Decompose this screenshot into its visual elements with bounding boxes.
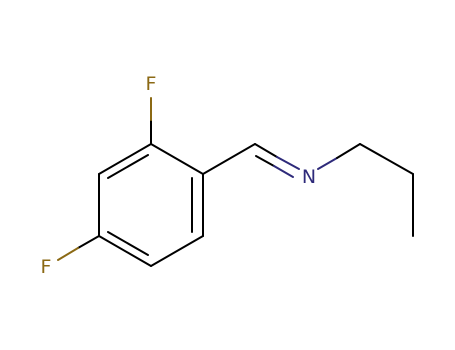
bond-c-n-inner [255,155,275,167]
ring-inner-double-bond-1 [107,154,149,179]
ring-bond-c4-c5 [98,235,152,267]
ring-bond-c1-c2 [150,143,204,175]
benzene-ring [98,143,204,267]
atom-label-fluorine-left: F [41,256,52,278]
bond-n-c-colored [317,157,338,170]
bond-c-f-left [77,235,100,249]
bond-ring-to-ch [202,143,256,175]
atom-label-fluorine-top: F [146,73,157,95]
bond-propyl-1 [359,143,414,175]
ring-bond-c6-c1 [98,143,152,175]
atom-label-nitrogen: N [302,166,316,188]
bond-c-n-inner-colored [273,165,294,178]
bond-n-c [336,143,361,159]
bond-c-n-outer [254,143,278,158]
bond-c-n-outer-colored [276,156,300,170]
substituent-bonds [57,97,414,261]
ring-inner-double-bond-2 [107,231,149,256]
bond-c-f-left-colored [57,247,79,261]
ring-bond-c3-c4 [150,235,204,267]
